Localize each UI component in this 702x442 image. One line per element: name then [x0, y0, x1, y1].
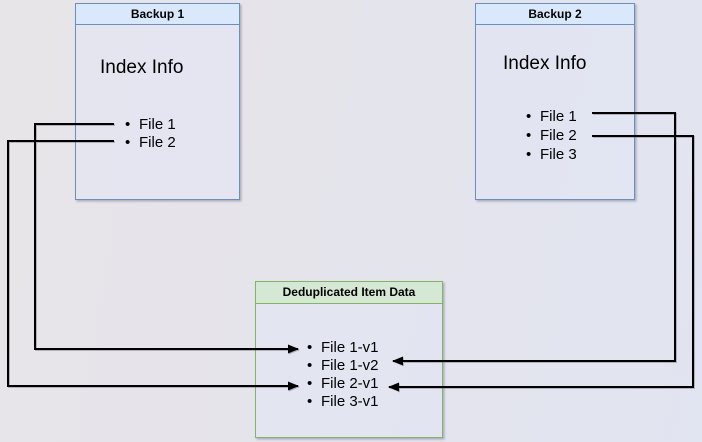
list-item: File 3	[526, 145, 577, 164]
backup2-node: Backup 2 Index Info File 1File 2File 3	[475, 3, 635, 200]
list-item: File 2	[526, 126, 577, 145]
list-item: File 3-v1	[307, 393, 379, 411]
dedup-file-list: File 1-v1File 1-v2File 2-v1File 3-v1	[307, 339, 379, 411]
list-item: File 1	[526, 107, 577, 126]
list-item: File 1	[125, 116, 176, 134]
backup2-title: Backup 2	[476, 4, 634, 25]
backup2-index-info-label: Index Info	[503, 53, 587, 74]
dedup-title: Deduplicated Item Data	[256, 282, 442, 304]
backup1-node: Backup 1 Index Info File 1File 2	[75, 3, 240, 200]
list-item: File 1-v2	[307, 357, 379, 375]
dedup-node: Deduplicated Item Data File 1-v1File 1-v…	[255, 281, 443, 438]
backup1-index-info-label: Index Info	[100, 57, 184, 78]
backup1-title: Backup 1	[76, 4, 239, 25]
backup2-file-list: File 1File 2File 3	[526, 107, 577, 164]
backup1-file-list: File 1File 2	[125, 116, 176, 152]
list-item: File 2-v1	[307, 375, 379, 393]
list-item: File 2	[125, 134, 176, 152]
list-item: File 1-v1	[307, 339, 379, 357]
